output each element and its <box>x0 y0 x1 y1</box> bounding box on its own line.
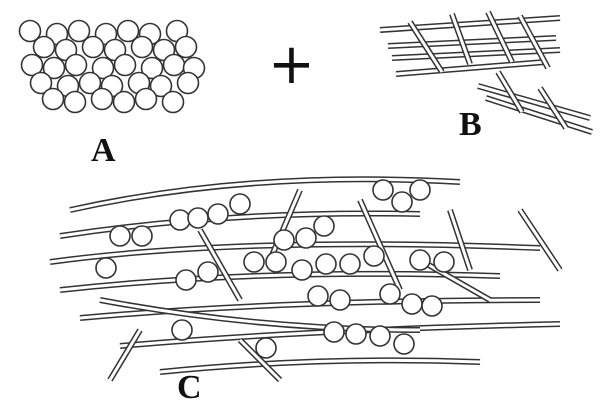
particle-c-1 <box>391 191 413 213</box>
fiber-b-8 <box>477 83 591 121</box>
fiber-c-8 <box>197 228 243 302</box>
particle-c-11 <box>295 227 317 249</box>
label-a: A <box>91 132 116 169</box>
particle-a-32 <box>112 90 136 114</box>
particle-a-20 <box>162 53 186 77</box>
particle-a-27 <box>149 74 173 98</box>
fiber-c-12 <box>517 208 563 272</box>
particle-c-17 <box>197 261 219 283</box>
particle-c-23 <box>307 285 329 307</box>
particle-a-14 <box>20 53 44 77</box>
particle-a-11 <box>130 35 154 59</box>
fiber-b-11 <box>537 86 569 130</box>
fiber-b-5 <box>449 12 473 66</box>
particle-c-10 <box>273 229 295 251</box>
particle-a-34 <box>161 90 185 114</box>
particle-c-25 <box>379 283 401 305</box>
particle-c-28 <box>171 319 193 341</box>
particle-a-18 <box>113 53 137 77</box>
fiber-c-4 <box>79 297 541 321</box>
particle-a-28 <box>176 71 200 95</box>
fiber-c-11 <box>447 209 473 271</box>
label-b: B <box>459 106 482 143</box>
particle-c-5 <box>207 203 229 225</box>
particle-a-31 <box>90 87 114 111</box>
particle-c-26 <box>401 293 423 315</box>
particle-a-22 <box>29 71 53 95</box>
fiber-b-4 <box>407 20 445 74</box>
particle-a-15 <box>42 56 66 80</box>
particle-c-33 <box>393 333 415 355</box>
fiber-c-6 <box>159 357 481 375</box>
particle-c-2 <box>409 179 431 201</box>
particle-a-7 <box>32 35 56 59</box>
particle-c-18 <box>315 253 337 275</box>
fiber-c-10 <box>357 198 403 292</box>
particle-a-16 <box>64 53 88 77</box>
particle-a-33 <box>134 87 158 111</box>
panel-b-fibers <box>379 10 593 135</box>
fiber-b-6 <box>485 10 515 64</box>
particle-c-9 <box>95 257 117 279</box>
particle-c-8 <box>131 225 153 247</box>
particle-a-2 <box>67 19 91 43</box>
particle-c-12 <box>313 215 335 237</box>
particle-a-9 <box>81 35 105 59</box>
fiber-c-0 <box>69 176 461 213</box>
fiber-b-9 <box>485 95 593 135</box>
particle-c-15 <box>291 259 313 281</box>
particle-c-7 <box>109 225 131 247</box>
fiber-c-9 <box>267 188 303 262</box>
particle-a-4 <box>116 19 140 43</box>
panel-c-composite <box>49 176 563 383</box>
particle-c-16 <box>175 269 197 291</box>
particle-c-24 <box>329 289 351 311</box>
particle-c-13 <box>243 251 265 273</box>
particle-a-24 <box>78 71 102 95</box>
particle-c-6 <box>229 193 251 215</box>
panel-a-particles <box>18 19 206 114</box>
fiber-c-5 <box>119 321 561 349</box>
particle-c-4 <box>187 207 209 229</box>
fiber-c-14 <box>107 328 143 382</box>
particle-c-22 <box>433 251 455 273</box>
particle-c-19 <box>339 253 361 275</box>
fiber-b-2 <box>391 47 561 61</box>
particle-a-13 <box>174 35 198 59</box>
particle-a-0 <box>18 19 42 43</box>
plus-operator: + <box>268 32 315 97</box>
particle-c-14 <box>265 251 287 273</box>
fiber-b-10 <box>495 70 525 114</box>
particle-a-19 <box>140 56 164 80</box>
fiber-b-3 <box>395 59 546 77</box>
fiber-c-13 <box>418 257 492 303</box>
particle-c-32 <box>369 325 391 347</box>
particle-c-27 <box>421 295 443 317</box>
particle-c-0 <box>372 179 394 201</box>
particle-c-3 <box>169 209 191 231</box>
fiber-b-7 <box>517 14 551 70</box>
particle-c-30 <box>323 321 345 343</box>
particle-a-17 <box>91 56 115 80</box>
particle-c-20 <box>363 245 385 267</box>
fiber-c-15 <box>237 337 283 383</box>
fiber-c-1 <box>59 210 421 239</box>
fiber-b-0 <box>379 15 561 33</box>
label-c: C <box>177 369 202 406</box>
particle-c-29 <box>255 337 277 359</box>
fiber-c-3 <box>59 270 501 293</box>
particle-c-21 <box>409 249 431 271</box>
particle-a-30 <box>63 90 87 114</box>
particle-c-31 <box>345 323 367 345</box>
particle-a-29 <box>41 87 65 111</box>
fiber-b-1 <box>387 35 557 49</box>
